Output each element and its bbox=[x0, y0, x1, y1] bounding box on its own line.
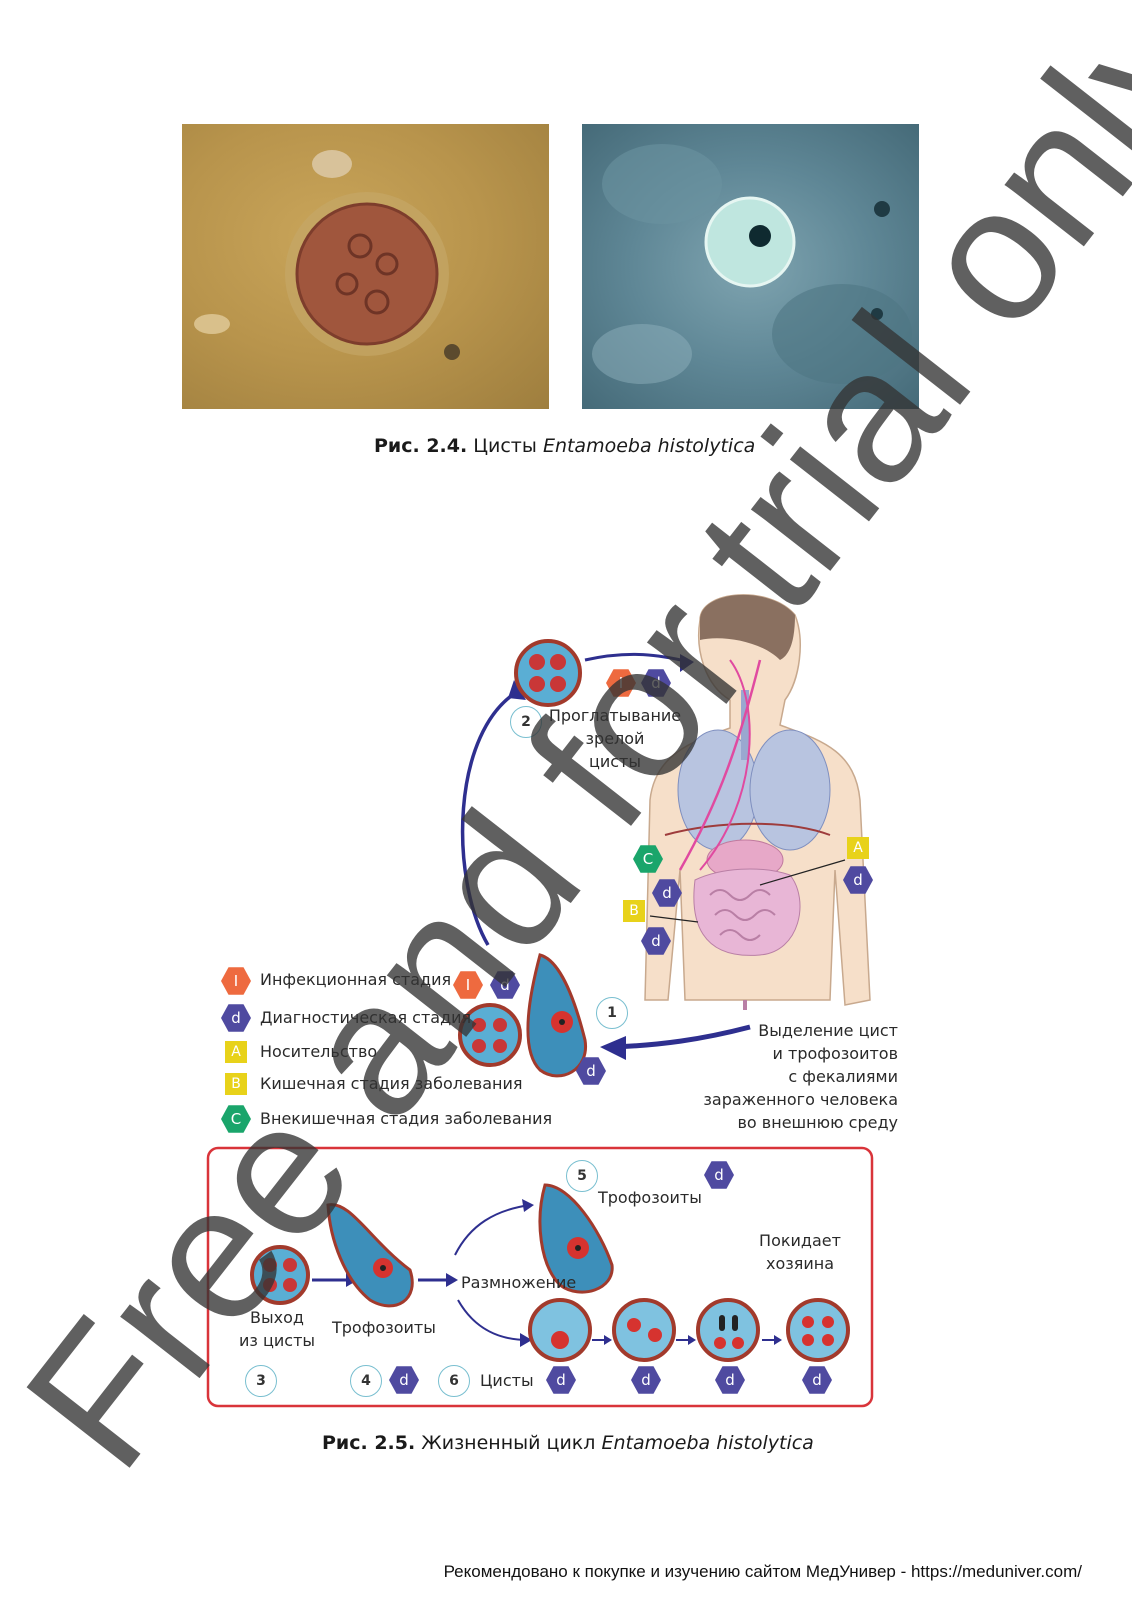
diagnostic-badge-cyst4: d bbox=[802, 1366, 832, 1394]
step-5-marker: 5 bbox=[566, 1160, 598, 1192]
reproduction-label: Размножение bbox=[461, 1273, 577, 1292]
cyst-photo-left-drawing bbox=[194, 150, 460, 360]
legend-diagnostic-text: Диагностическая стадия bbox=[260, 1008, 472, 1027]
exit-cyst-label: Выход из цисты bbox=[238, 1308, 316, 1350]
caption-text: Цисты bbox=[473, 435, 537, 457]
box-trophozoite-4 bbox=[326, 1203, 414, 1308]
lumen-cycle-box bbox=[206, 1146, 874, 1408]
box-cyst-exit bbox=[250, 1245, 310, 1305]
caption-species: Entamoeba histolytica bbox=[542, 435, 756, 457]
box-trophozoite-5 bbox=[538, 1183, 614, 1294]
caption-number: Рис. 2.4. bbox=[374, 435, 468, 457]
carrier-badge-body: A bbox=[847, 837, 869, 859]
mature-cyst-top bbox=[514, 639, 582, 707]
leaves-host-label: Покидает хозяина bbox=[759, 1231, 841, 1273]
diagnostic-badge-cyst1: d bbox=[546, 1366, 576, 1394]
cyst-photo-right bbox=[582, 124, 919, 409]
cysts-label: Цисты bbox=[480, 1371, 534, 1390]
step-3-marker: 3 bbox=[245, 1365, 277, 1397]
excreted-cyst bbox=[458, 1003, 522, 1067]
legend-extraintestinal-text: Внекишечная стадия заболевания bbox=[260, 1109, 553, 1128]
figure-2-5-caption: Рис. 2.5. Жизненный цикл Entamoeba histo… bbox=[322, 1432, 814, 1454]
footer-recommendation: Рекомендовано к покупке и изучению сайто… bbox=[443, 1562, 1082, 1581]
cyst-photo-right-drawing bbox=[592, 144, 912, 384]
step-2-marker: 2 bbox=[510, 706, 542, 738]
step-1-marker: 1 bbox=[596, 997, 628, 1029]
legend-intestinal-badge: B bbox=[225, 1073, 247, 1095]
diagnostic-badge-step5: d bbox=[704, 1161, 734, 1189]
caption-species: Entamoeba histolytica bbox=[601, 1432, 814, 1454]
legend-carrier-text: Носительство bbox=[260, 1042, 378, 1061]
box-cyst-stage-2 bbox=[612, 1298, 676, 1362]
diagnostic-badge-cyst3: d bbox=[715, 1366, 745, 1394]
box-cyst-stage-3 bbox=[696, 1298, 760, 1362]
excreted-trophozoite bbox=[526, 953, 587, 1078]
caption-number: Рис. 2.5. bbox=[322, 1432, 416, 1454]
excretion-label: Выделение цист и трофозоитов с фекалиями… bbox=[703, 1021, 898, 1132]
intestinal-badge-body: B bbox=[623, 900, 645, 922]
legend-intestinal-text: Кишечная стадия заболевания bbox=[260, 1074, 523, 1093]
trophozoites-5-label: Трофозоиты bbox=[598, 1188, 702, 1207]
box-cyst-stage-4 bbox=[786, 1298, 850, 1362]
step-6-marker: 6 bbox=[438, 1365, 470, 1397]
human-body-illustration bbox=[644, 594, 871, 1010]
step-4-marker: 4 bbox=[350, 1365, 382, 1397]
figure-2-4-caption: Рис. 2.4. Цисты Entamoeba histolytica bbox=[374, 435, 755, 457]
ingestion-arrow bbox=[584, 652, 691, 664]
legend-carrier-badge: A bbox=[225, 1041, 247, 1063]
diagnostic-badge-excretion: d bbox=[576, 1057, 606, 1085]
legend-extraintestinal-badge: C bbox=[221, 1105, 251, 1133]
excretion-arrow bbox=[614, 1024, 751, 1050]
step2-label: Проглатывание зрелой цисты bbox=[548, 706, 682, 771]
legend-infective-text: Инфекционная стадия bbox=[260, 970, 452, 989]
box-cyst-stage-1 bbox=[528, 1298, 592, 1362]
return-arrow bbox=[460, 688, 521, 946]
diagnostic-badge-step4: d bbox=[389, 1366, 419, 1394]
cyst-photo-left bbox=[182, 124, 549, 409]
diagnostic-badge-cyst2: d bbox=[631, 1366, 661, 1394]
trophozoites-4-label: Трофозоиты bbox=[332, 1318, 436, 1337]
caption-text: Жизненный цикл bbox=[421, 1432, 596, 1454]
